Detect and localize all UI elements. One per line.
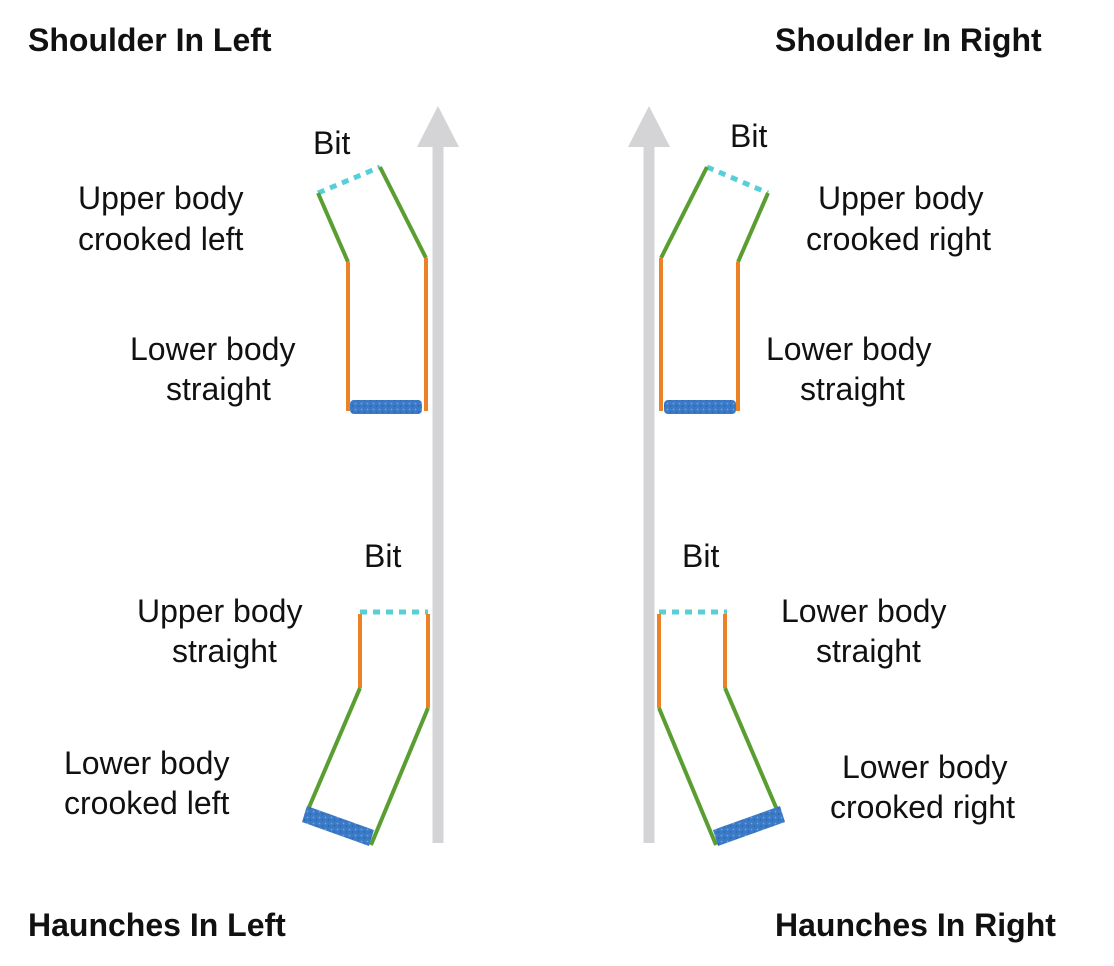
hindquarters-mark [713, 806, 785, 846]
title-haunches-in-right: Haunches In Right [775, 907, 1056, 943]
lower-body-right-side [723, 687, 780, 813]
direction-arrow-icon [628, 106, 670, 147]
label-bit-shoulder-right: Bit [730, 118, 767, 154]
horse-haunches-in-right [657, 609, 785, 846]
label-upper-body-haunches-left: Upper body [137, 593, 302, 629]
label-lower-body-haunches-right-top: Lower body [781, 593, 946, 629]
upper-body-left-side [316, 192, 350, 263]
title-shoulder-in-left: Shoulder In Left [28, 22, 272, 58]
lower-body-left-side [305, 687, 362, 813]
horse-shoulder-in-left [316, 164, 428, 414]
label-crooked-left-shoulder-left: crooked left [78, 221, 244, 257]
hindquarters-mark [302, 806, 374, 846]
label-lower-body-shoulder-right: Lower body [766, 331, 931, 367]
label-straight-shoulder-right: straight [800, 371, 905, 407]
direction-arrow-right [628, 106, 670, 843]
direction-arrow-icon [417, 106, 459, 147]
label-crooked-right-haunches-right: crooked right [830, 789, 1015, 825]
hindquarters-mark [664, 400, 736, 414]
horse-shoulder-in-right [659, 164, 770, 414]
label-straight-shoulder-left: straight [166, 371, 271, 407]
label-bit-haunches-left: Bit [364, 538, 401, 574]
label-crooked-right-shoulder-right: crooked right [806, 221, 991, 257]
label-straight-haunches-right: straight [816, 633, 921, 669]
upper-body-left-side [659, 166, 709, 259]
label-crooked-left-haunches-left: crooked left [64, 785, 230, 821]
upper-body-right-side [736, 192, 770, 263]
title-shoulder-in-right: Shoulder In Right [775, 22, 1042, 58]
label-lower-body-shoulder-left: Lower body [130, 331, 295, 367]
label-bit-haunches-right: Bit [682, 538, 719, 574]
label-upper-body-shoulder-left: Upper body [78, 180, 243, 216]
lower-body-left-side [657, 707, 718, 846]
label-bit-shoulder-left: Bit [313, 125, 350, 161]
upper-body-right-side [378, 166, 428, 259]
label-lower-body-haunches-right: Lower body [842, 749, 1007, 785]
label-straight-haunches-left: straight [172, 633, 277, 669]
bit-line [706, 164, 769, 196]
title-haunches-in-left: Haunches In Left [28, 907, 286, 943]
lower-body-right-side [369, 707, 430, 846]
direction-arrow-left [417, 106, 459, 843]
label-upper-body-shoulder-right: Upper body [818, 180, 983, 216]
bit-line [317, 164, 381, 196]
label-lower-body-haunches-left: Lower body [64, 745, 229, 781]
hindquarters-mark [350, 400, 422, 414]
horse-haunches-in-left [302, 609, 430, 846]
